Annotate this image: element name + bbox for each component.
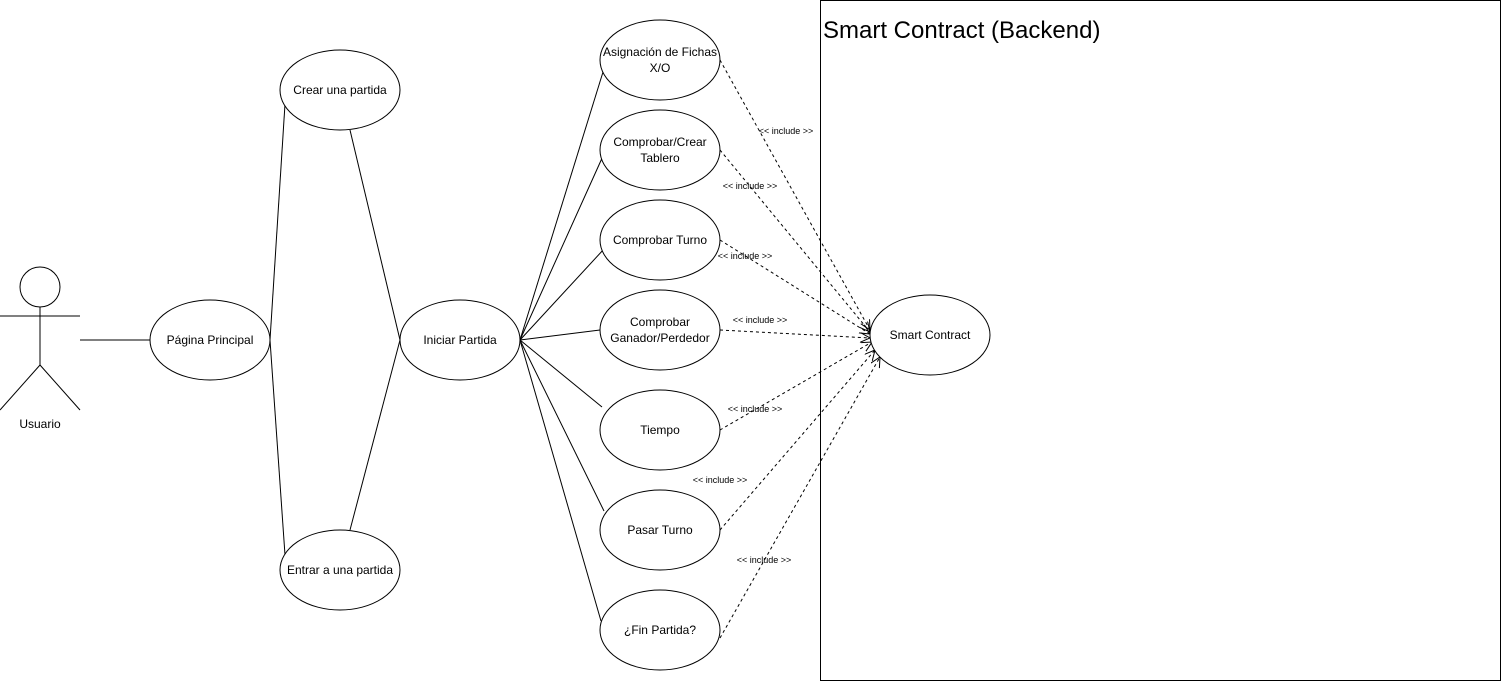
include-arrow xyxy=(719,149,870,332)
include-label: << include >> xyxy=(728,404,783,414)
use-case-tiempo[interactable]: Tiempo xyxy=(599,389,721,471)
include-label: << include >> xyxy=(693,475,748,485)
use-case-label: Iniciar Partida xyxy=(423,333,497,347)
actor-left-leg xyxy=(0,364,41,411)
actor-name: Usuario xyxy=(19,417,61,431)
include-label: << include >> xyxy=(737,555,792,565)
use-case-label: Tablero xyxy=(640,151,680,165)
use-case-ellipse xyxy=(599,489,721,571)
use-case-label: Ganador/Perdedor xyxy=(610,331,709,345)
use-case-ellipse xyxy=(869,294,991,376)
use-case-label: X/O xyxy=(650,61,671,75)
use-case-label: Asignación de Fichas xyxy=(603,45,717,59)
use-case-fin[interactable]: ¿Fin Partida? xyxy=(599,589,721,671)
include-arrow xyxy=(719,342,872,431)
include-fin[interactable]: << include >> xyxy=(719,357,880,639)
use-case-label: Comprobar Turno xyxy=(613,233,707,247)
include-label: << include >> xyxy=(718,251,773,261)
use-case-smart[interactable]: Smart Contract xyxy=(869,294,991,376)
use-case-label: Comprobar xyxy=(630,315,690,329)
include-relations: << include >> << include >> << include >> <… xyxy=(693,59,880,639)
include-turno[interactable]: << include >> xyxy=(718,239,870,334)
use-case-label: Comprobar/Crear xyxy=(613,135,706,149)
association-crear-iniciar xyxy=(349,129,401,341)
include-arrow xyxy=(719,59,870,330)
use-case-label: Tiempo xyxy=(640,423,680,437)
use-case-ellipse xyxy=(599,389,721,471)
actor-right-leg xyxy=(39,364,81,411)
use-case-label: Crear una partida xyxy=(293,83,387,97)
include-pasar[interactable]: << include >> xyxy=(693,350,875,531)
include-ganador[interactable]: << include >> xyxy=(719,315,870,338)
include-asignacion[interactable]: << include >> xyxy=(719,59,870,330)
include-label: << include >> xyxy=(723,181,778,191)
association-iniciar-fin xyxy=(519,339,602,622)
association-pagina-crear xyxy=(269,103,286,341)
association-entrar-iniciar xyxy=(349,339,401,531)
use-case-ellipse xyxy=(599,109,721,191)
use-case-ellipse xyxy=(599,589,721,671)
use-case-label: ¿Fin Partida? xyxy=(624,623,696,637)
use-case-entrar[interactable]: Entrar a una partida xyxy=(279,529,401,611)
use-case-label: Pasar Turno xyxy=(627,523,693,537)
actor-head xyxy=(19,266,61,308)
use-case-ellipse xyxy=(599,19,721,101)
use-case-iniciar[interactable]: Iniciar Partida xyxy=(399,299,521,381)
use-case-ellipse xyxy=(599,289,721,371)
include-label: << include >> xyxy=(759,126,814,136)
include-arrow xyxy=(719,329,870,338)
association-iniciar-tiempo xyxy=(519,339,603,408)
system-boundary-title: Smart Contract (Backend) xyxy=(823,17,1100,44)
association-iniciar-turno xyxy=(519,248,605,341)
include-tiempo[interactable]: << include >> xyxy=(719,342,872,431)
association-iniciar-ganador xyxy=(519,329,601,341)
association-iniciar-pasar xyxy=(519,339,605,512)
association-pagina-entrar xyxy=(269,339,286,556)
use-case-label: Página Principal xyxy=(167,333,254,347)
use-case-pasar[interactable]: Pasar Turno xyxy=(599,489,721,571)
use-case-ellipse xyxy=(399,299,521,381)
use-case-ellipse xyxy=(279,49,401,131)
include-tablero[interactable]: << include >> xyxy=(719,149,870,332)
association-iniciar-tablero xyxy=(519,155,604,341)
use-case-label: Entrar a una partida xyxy=(287,563,393,577)
use-case-ellipse xyxy=(279,529,401,611)
use-case-label: Smart Contract xyxy=(890,328,971,342)
include-label: << include >> xyxy=(733,315,788,325)
association-iniciar-asignacion xyxy=(519,71,604,341)
use-case-ellipse xyxy=(149,299,271,381)
use-case-crear[interactable]: Crear una partida xyxy=(279,49,401,131)
include-arrow xyxy=(719,357,880,639)
include-arrow xyxy=(719,350,875,531)
use-case-turno[interactable]: Comprobar Turno xyxy=(599,199,721,281)
actor-usuario[interactable]: Usuario xyxy=(0,266,81,431)
use-case-pagina[interactable]: Página Principal xyxy=(149,299,271,381)
association-lines xyxy=(80,71,605,622)
use-case-ellipse xyxy=(599,199,721,281)
use-cases: Página Principal Crear una partidaEntrar … xyxy=(149,19,991,671)
